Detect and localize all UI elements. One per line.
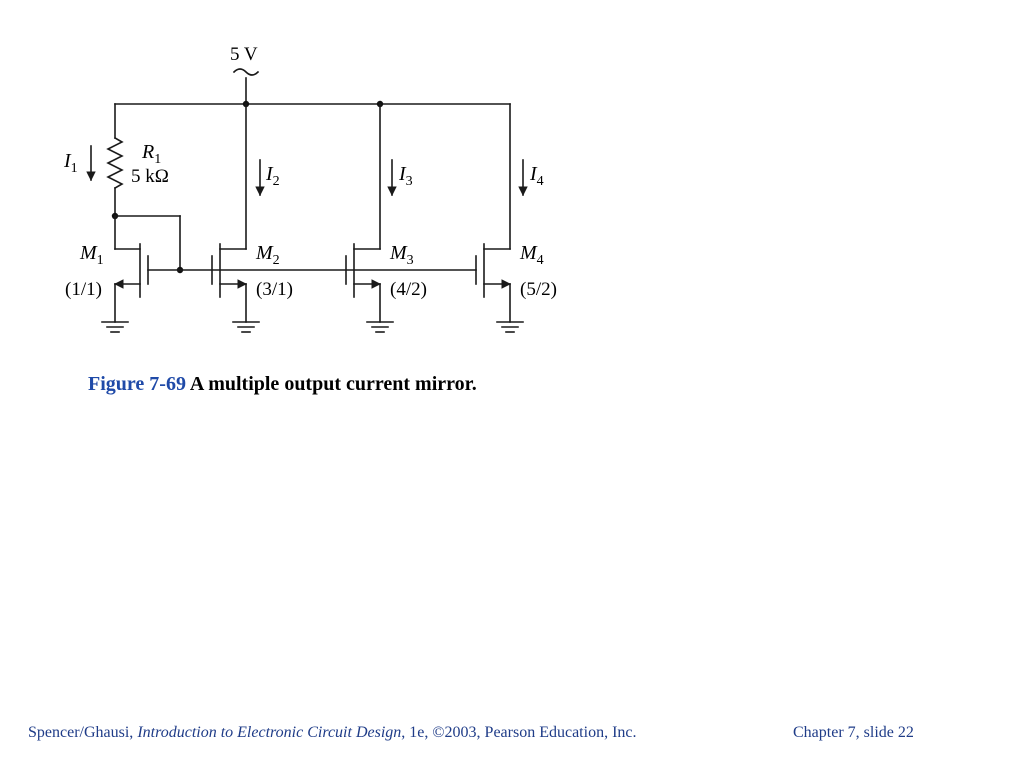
ground-symbol (496, 321, 524, 333)
current-label-i3: I3 (398, 163, 413, 189)
transistor-label-m1: M1 (79, 242, 104, 268)
ratio-m4: (5/2) (520, 279, 557, 300)
footer-authors: Spencer/Ghausi, (28, 724, 138, 741)
footer-edition: , 1e, ©2003, Pearson Education, Inc. (401, 724, 637, 741)
transistor-label-m3: M3 (389, 242, 414, 268)
ratio-m3: (4/2) (390, 279, 427, 300)
current-label-i1: I1 (63, 150, 78, 176)
footer-slide-number: Chapter 7, slide 22 (793, 724, 914, 741)
footer-book-title: Introduction to Electronic Circuit Desig… (137, 724, 402, 741)
transistor-label-m4: M4 (519, 242, 544, 268)
ratio-m2: (3/1) (256, 279, 293, 300)
ground-symbol (366, 321, 394, 333)
ground-symbol (232, 321, 260, 333)
supply-symbol (232, 68, 260, 76)
current-label-i4: I4 (529, 163, 544, 189)
r1-resistor (106, 136, 124, 190)
figure-caption: Figure 7-69 A multiple output current mi… (88, 373, 477, 396)
ratio-m1: (1/1) (65, 279, 102, 300)
ground-symbol (101, 321, 129, 333)
resistor-value: 5 kΩ (131, 166, 169, 187)
resistor-name: R1 (141, 141, 161, 167)
figure-number: Figure 7-69 (88, 373, 186, 395)
footer-citation: Spencer/Ghausi, Introduction to Electron… (28, 724, 637, 742)
current-label-i2: I2 (265, 163, 280, 189)
supply-label: 5 V (230, 44, 258, 65)
transistor-label-m2: M2 (255, 242, 280, 268)
figure-title: A multiple output current mirror. (189, 373, 477, 395)
